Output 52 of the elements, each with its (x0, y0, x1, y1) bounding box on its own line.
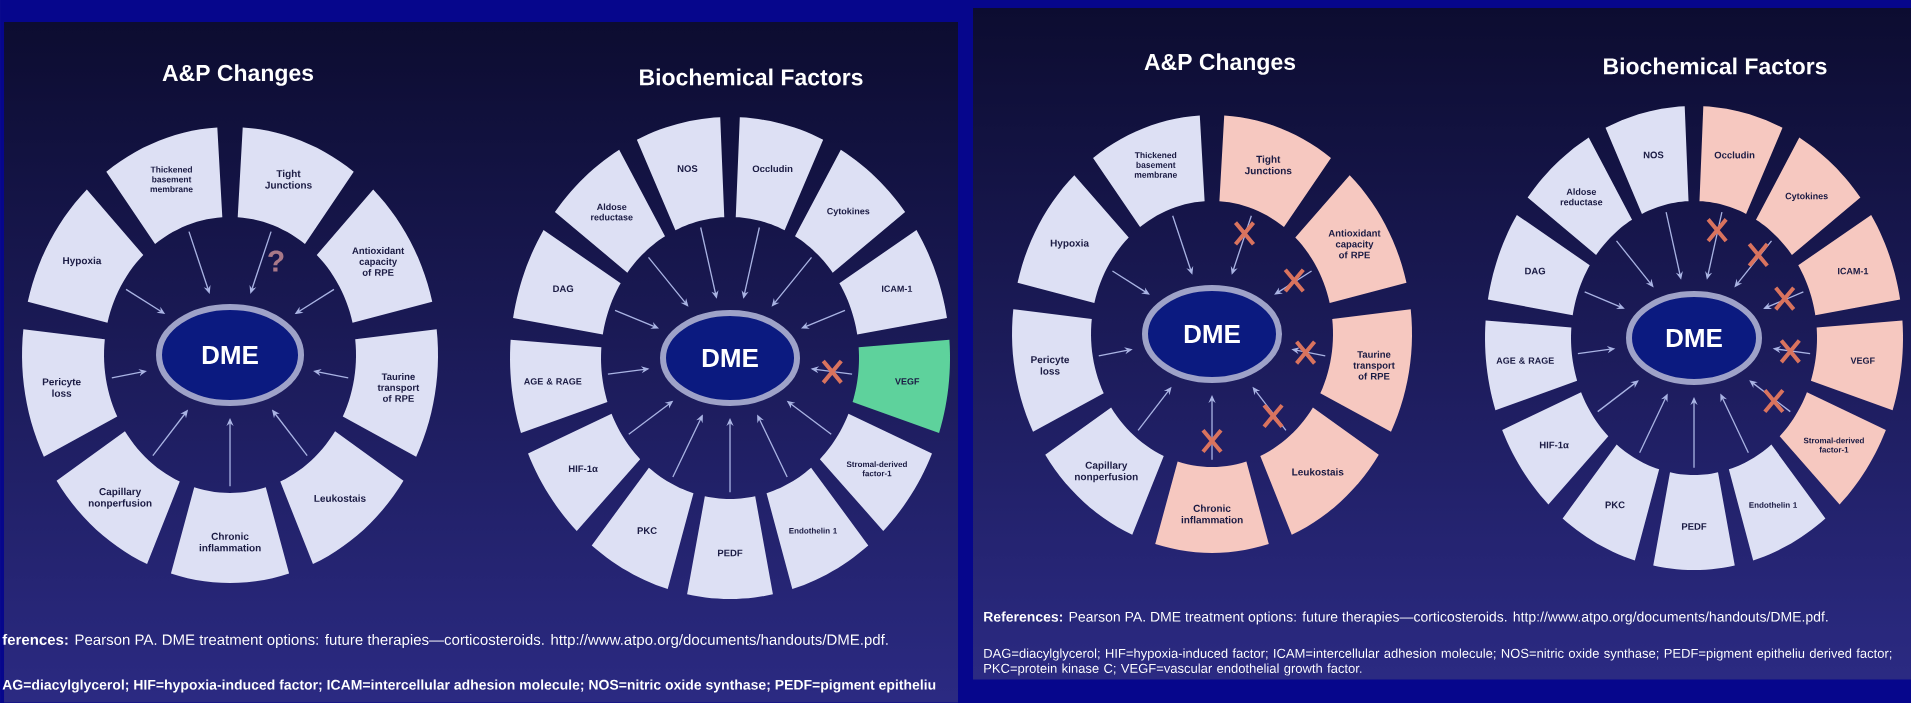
segment: VEGF (1810, 320, 1903, 411)
arrow (771, 256, 813, 307)
segment: Leukostais (280, 431, 404, 565)
segment: Chronic inflammation (170, 487, 290, 583)
segment: Cytokines (1755, 137, 1861, 256)
slide-title: Biochemical Factors (640, 68, 863, 86)
segment: Aldose reductase (1527, 137, 1633, 256)
segment: Tight Junctions (1219, 115, 1331, 228)
reference-note: References: Pearson PA. DME treatment options: future therapies—corticosteroids. http://www.atpo.org/documents/handouts/DME.pdf. (984, 611, 1828, 625)
arrow (801, 309, 846, 329)
segment: Tight Junctions (237, 127, 354, 245)
segment: PEDF (1653, 472, 1735, 570)
segment: Thickened basement membrane (1093, 115, 1205, 228)
segment: Cytokines (795, 149, 906, 273)
segment: Pericyte loss (1012, 309, 1104, 432)
arrow (647, 256, 689, 307)
arrow (1274, 270, 1313, 295)
segment: Antioxidant capacity of RPE (1295, 175, 1407, 303)
segment: Capillary nonperfusion (56, 431, 180, 565)
segment: NOS (636, 117, 725, 231)
segment: Antioxidant capacity of RPE (316, 189, 433, 323)
segment: Pericyte loss (22, 329, 118, 457)
segment: ICAM-1 (1798, 214, 1901, 316)
abbreviation-note: DAG=diacylglycerol; HIF=hypoxia-induced factor; ICAM=intercellular adhesion molecule; NOS=nitric oxide synthase; PEDF=pigment epitheliu derived factor; PKC=protein kinase C; VEGF=vascular endothelial growth factor. (984, 648, 1892, 676)
arrow (111, 369, 147, 379)
abbreviation-note: AG=diacylglycerol; HIF=hypoxia-induced factor; ICAM=intercellular adhesion molecule; NOS=nitric oxide synthase; PEDF=pigment epitheliu (2, 679, 936, 693)
segment: Leukostais (1260, 407, 1379, 535)
arrow (1597, 380, 1639, 413)
segment: ICAM-1 (839, 230, 947, 335)
segment: Hypoxia (27, 189, 144, 323)
arrow (1111, 270, 1150, 295)
segment: Occludin (735, 117, 824, 231)
segment: Capillary nonperfusion (1045, 407, 1164, 535)
slide-title: A&P Changes (1144, 53, 1296, 75)
slide-title: Biochemical Factors (1604, 57, 1827, 75)
segment: Occludin (1699, 106, 1783, 214)
segment: PEDF (687, 496, 773, 599)
segment: Hypoxia (1017, 175, 1129, 303)
segment: AGE & RAGE (510, 339, 608, 434)
segment: NOS (1605, 106, 1689, 214)
question-mark: ? (268, 250, 284, 272)
segment: Taurine transport of RPE (342, 329, 438, 457)
segment: AGE & RAGE (1485, 320, 1578, 411)
segment: Aldose reductase (554, 149, 665, 273)
segment: DAG (513, 230, 621, 335)
segment: Taurine transport of RPE (1320, 309, 1412, 432)
segment: DAG (1487, 214, 1590, 316)
segment: Chronic inflammation (1155, 461, 1269, 553)
slide-title: A&P Changes (162, 64, 314, 86)
segment: VEGF (852, 339, 950, 434)
reference-note: ferences: Pearson PA. DME treatment options: future therapies—corticosteroids. http://www.atpo.org/documents/handouts/DME.pdf. (2, 634, 888, 648)
segment: Thickened basement membrane (106, 127, 223, 245)
